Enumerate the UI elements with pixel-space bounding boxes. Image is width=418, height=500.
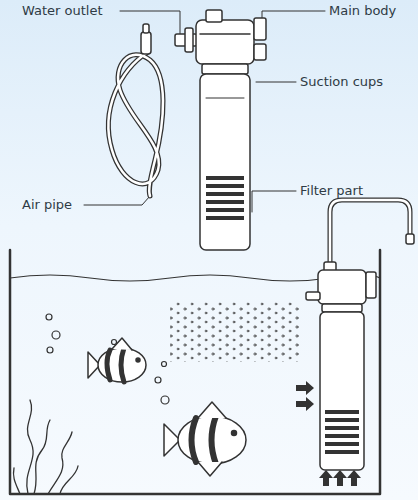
- bubbles: [46, 314, 169, 404]
- filter-slots: [206, 176, 244, 220]
- plants: [13, 400, 78, 494]
- fish: [164, 402, 246, 476]
- slot: [206, 216, 244, 220]
- filter-in-tank: [306, 200, 414, 470]
- slot: [206, 208, 244, 212]
- tank: [10, 250, 380, 494]
- slot: [325, 410, 359, 414]
- arrow: [319, 470, 333, 486]
- slot: [325, 418, 359, 422]
- slot: [206, 176, 244, 180]
- filter-slots: [325, 410, 359, 454]
- slot: [206, 192, 244, 196]
- fish: [88, 338, 146, 382]
- part-label: Filter part: [300, 183, 363, 199]
- fine-bubbles: [170, 302, 300, 362]
- slot: [325, 434, 359, 438]
- arrow: [296, 397, 314, 411]
- arrow: [347, 470, 361, 486]
- part-label: Suction cups: [300, 74, 383, 90]
- filter-unit: [175, 10, 266, 250]
- slot: [206, 200, 244, 204]
- slot: [325, 442, 359, 446]
- slot: [325, 426, 359, 430]
- part-label: Main body: [329, 3, 396, 19]
- slot: [206, 184, 244, 188]
- slot: [325, 450, 359, 454]
- arrow: [333, 470, 347, 486]
- flow-arrows: [296, 381, 361, 486]
- part-label: Air pipe: [22, 197, 72, 213]
- air-pipe: [108, 24, 163, 196]
- part-label: Water outlet: [22, 3, 103, 19]
- arrow: [296, 381, 314, 395]
